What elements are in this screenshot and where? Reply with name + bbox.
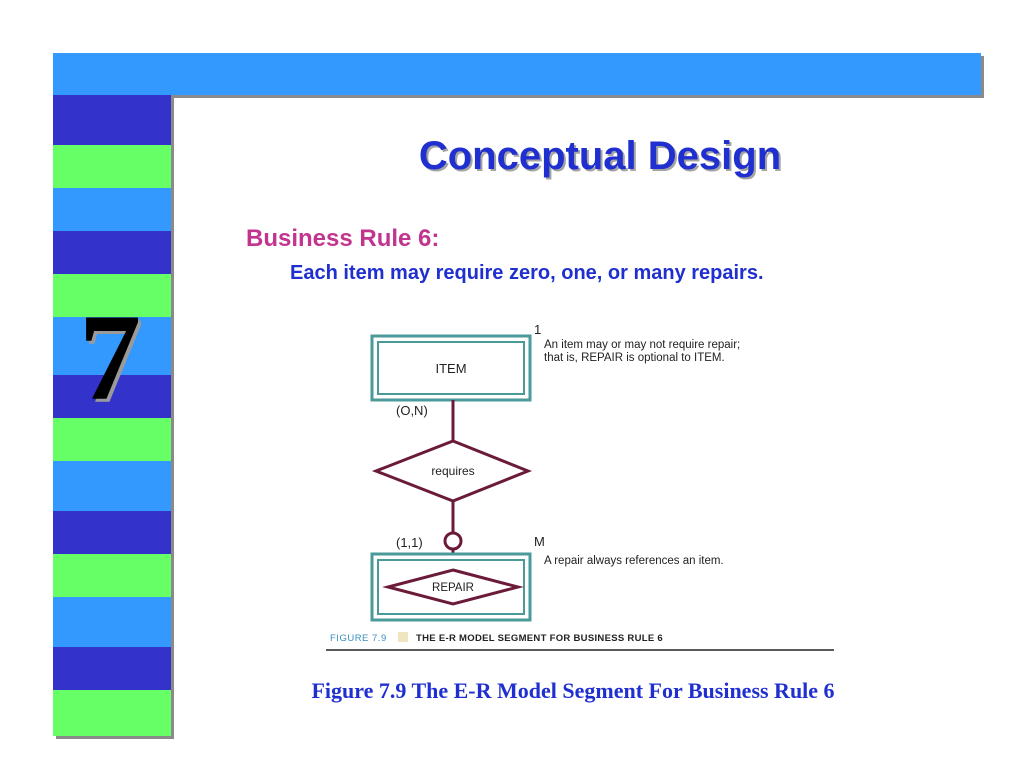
repair-cardinality-label: (1,1): [396, 535, 423, 550]
sidebar-stripe: [53, 647, 171, 690]
sidebar-stripe: [53, 145, 171, 188]
sidebar-stripe: [53, 418, 171, 461]
repair-entity-label: REPAIR: [432, 582, 474, 594]
repair-connectivity-label: M: [534, 534, 545, 549]
repair-weak-entity-diamond: [382, 568, 524, 606]
item-note-line1: An item may or may not require repair;: [544, 339, 740, 351]
item-note-line2: that is, REPAIR is optional to ITEM.: [544, 352, 725, 364]
slide-title: Conceptual Design: [418, 134, 782, 178]
item-entity-inner-box: [377, 341, 525, 395]
repair-note: A repair always references an item.: [544, 555, 724, 567]
item-entity-label: ITEM: [435, 361, 466, 376]
chapter-number: 7: [79, 289, 141, 426]
er-diagram: ITEM 1 An item may or may not require re…: [326, 322, 834, 651]
sidebar-stripe: [53, 375, 171, 418]
sidebar-stripe: [53, 554, 171, 597]
figure-label: FIGURE 7.9: [330, 633, 387, 644]
item-connectivity-label: 1: [534, 322, 541, 337]
business-rule-text: Each item may require zero, one, or many…: [290, 262, 764, 284]
sidebar-stripe: [53, 690, 171, 736]
sidebar-stripe: [53, 597, 171, 647]
business-rule-heading: Business Rule 6:: [246, 225, 440, 252]
sidebar-stripe: [53, 461, 171, 511]
sidebar-stripe: [53, 511, 171, 554]
figure-caption-swatch: [398, 632, 408, 642]
figure-title: THE E-R MODEL SEGMENT FOR BUSINESS RULE …: [416, 633, 663, 644]
optionality-circle-icon: [443, 531, 463, 551]
figure-caption: Figure 7.9 The E-R Model Segment For Bus…: [311, 678, 835, 703]
striped-sidebar: [53, 95, 171, 736]
sidebar-stripe: [53, 274, 171, 317]
item-cardinality-label: (O,N): [396, 403, 428, 418]
sidebar-stripe: [53, 231, 171, 274]
sidebar-stripe: [53, 95, 171, 145]
top-banner-bar: [53, 53, 981, 95]
sidebar-stripe: [53, 188, 171, 231]
relationship-label: requires: [431, 464, 474, 478]
er-figure: ITEM 1 An item may or may not require re…: [322, 318, 836, 654]
sidebar-stripe: [53, 317, 171, 375]
